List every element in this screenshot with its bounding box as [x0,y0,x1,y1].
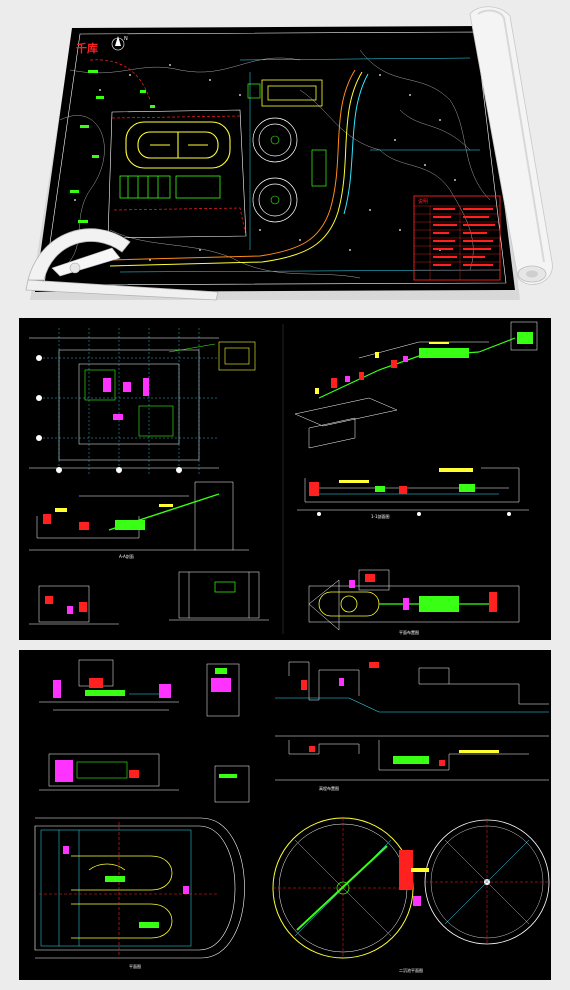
legend-title: 说明 [418,198,428,205]
protractor-icon [25,228,219,301]
process-drawing: 1-1剖面图 A-A剖面 平面布置图 [29,321,538,635]
caption-section-a: A-A剖面 [119,553,134,559]
caption-section-1: 1-1剖面图 [371,513,390,519]
north-label: N [124,36,128,42]
caption-profile: 高程布置图 [319,785,339,791]
caption-plan-bottom: 平面图 [129,963,141,969]
north-arrow-icon: N [111,36,128,51]
legend-table: 说明 [413,195,501,281]
treatment-plant-panel: 高程布置图 平面图 二沉池平面图 [19,650,551,980]
clarifier-left [272,817,414,959]
treatment-plant-drawing: 高程布置图 平面图 二沉池平面图 [34,659,550,973]
site-plan-drawing: 千库 [25,6,553,301]
scroll-icon [469,6,553,285]
logo-text: 千库 [76,41,98,55]
process-drawing-panel: 1-1剖面图 A-A剖面 平面布置图 [19,318,551,640]
clarifier-right [424,819,550,945]
caption-clarifier: 二沉池平面图 [399,967,423,973]
site-plan-sheet: 千库 [0,0,570,310]
caption-plan: 平面布置图 [399,629,419,635]
